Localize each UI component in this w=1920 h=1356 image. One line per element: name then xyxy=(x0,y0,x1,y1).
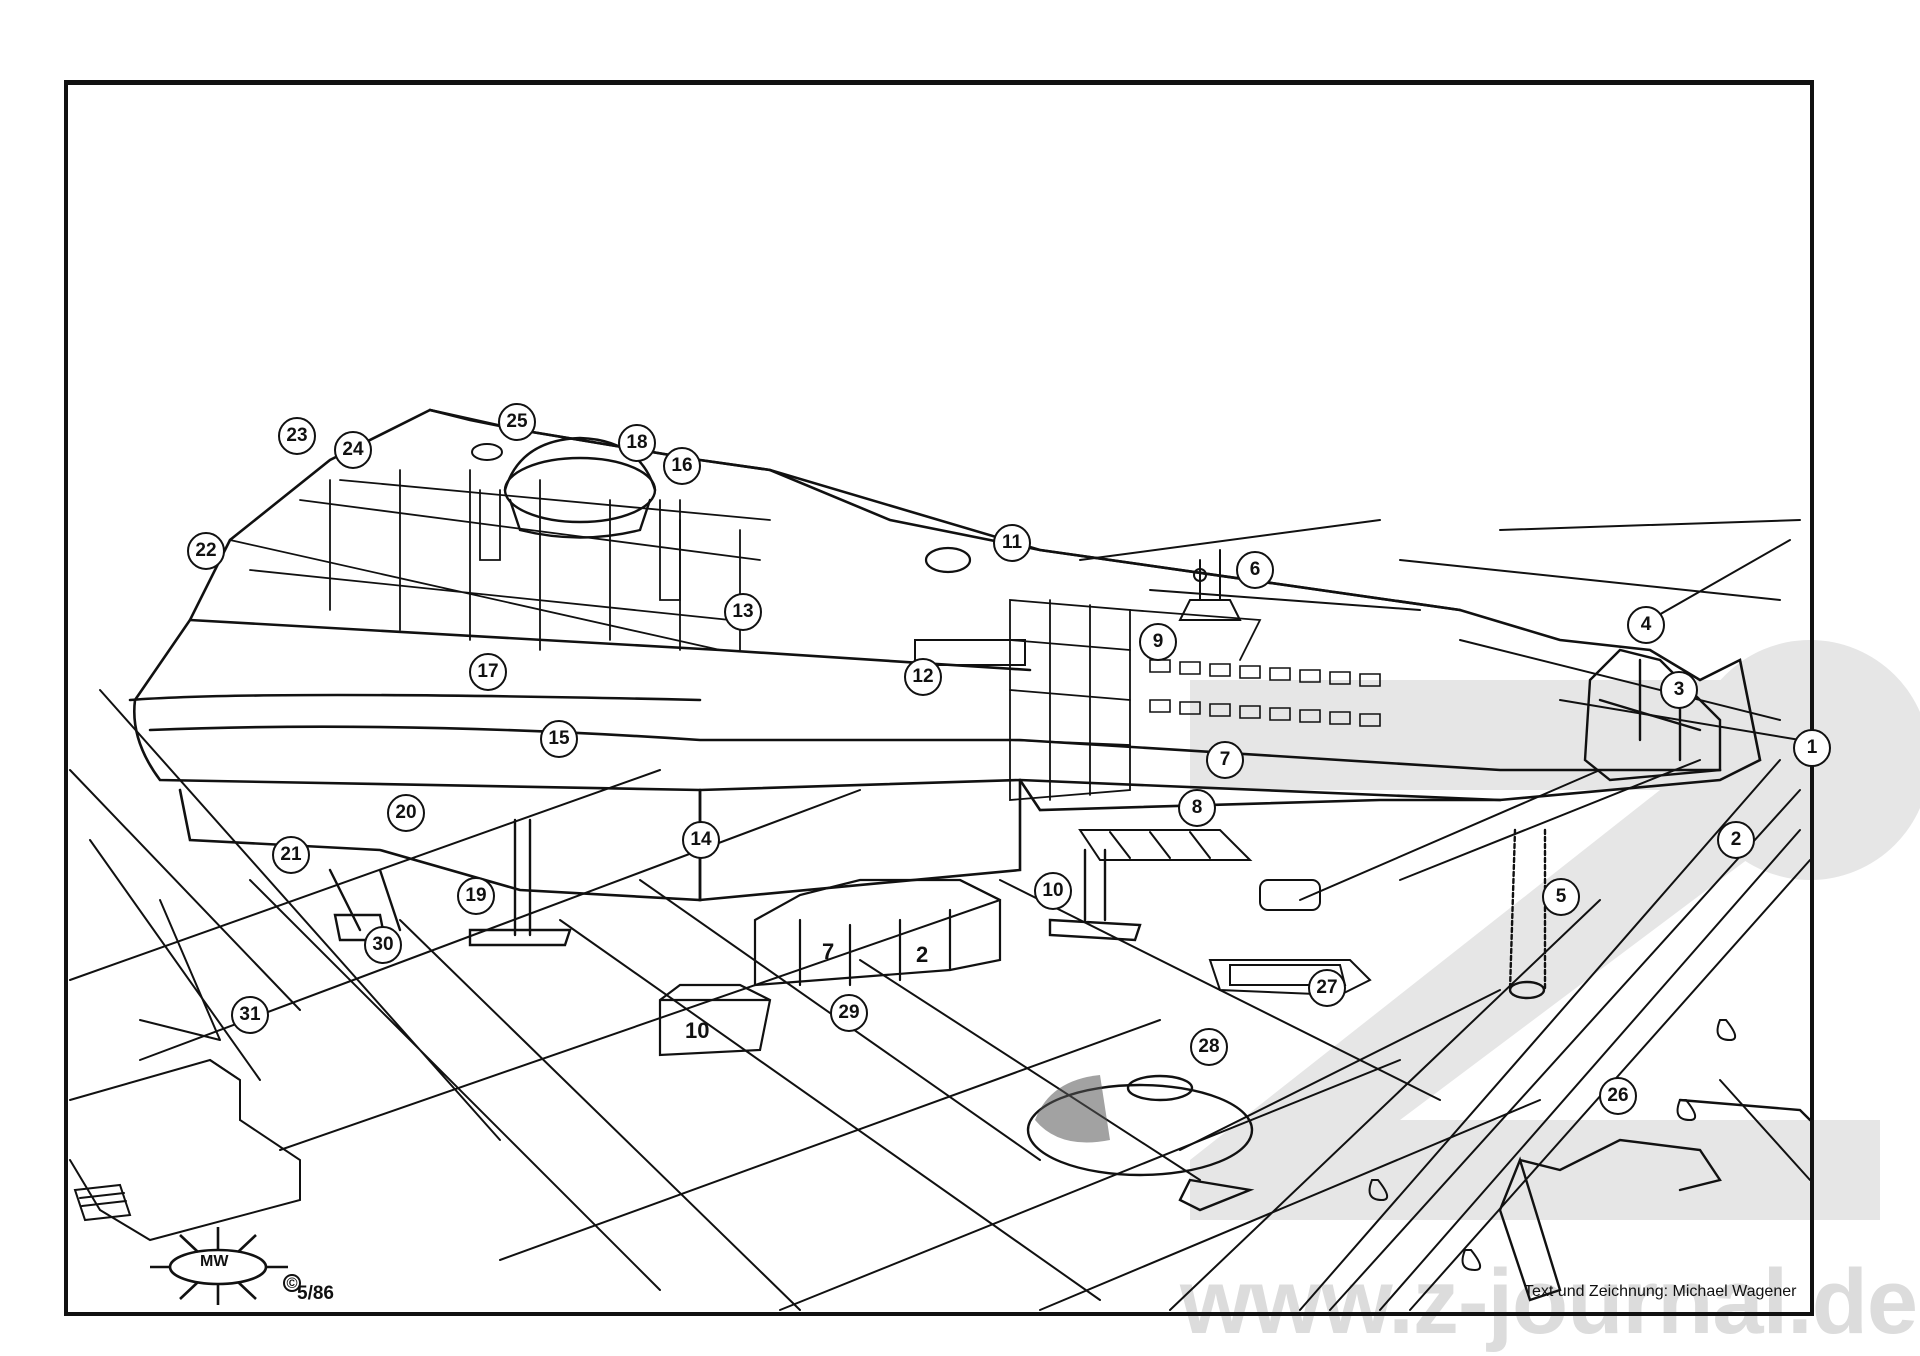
callout-18: 18 xyxy=(618,424,656,462)
artist-signature-icon xyxy=(150,1227,288,1305)
side-panel xyxy=(914,639,1026,666)
callout-29: 29 xyxy=(830,994,868,1032)
window-rows xyxy=(1149,659,1381,727)
callout-7: 7 xyxy=(1206,741,1244,779)
callout-3: 3 xyxy=(1660,671,1698,709)
callout-14: 14 xyxy=(682,821,720,859)
callout-6: 6 xyxy=(1236,551,1274,589)
copyright-icon: © xyxy=(283,1274,301,1292)
marker-cones xyxy=(1368,1019,1737,1272)
callout-24: 24 xyxy=(334,431,372,469)
callout-27: 27 xyxy=(1308,969,1346,1007)
module-label-2: 2 xyxy=(916,942,929,967)
credit-line: Text und Zeichnung: Michael Wagener xyxy=(1524,1283,1797,1300)
ramp-structure xyxy=(1498,1098,1812,1302)
top-hatch xyxy=(471,443,503,461)
callout-11: 11 xyxy=(993,524,1031,562)
saucer-pod xyxy=(1026,1074,1255,1212)
top-turret xyxy=(924,546,972,574)
callout-20: 20 xyxy=(387,794,425,832)
callout-5: 5 xyxy=(1542,878,1580,916)
callout-17: 17 xyxy=(469,653,507,691)
callout-30: 30 xyxy=(364,926,402,964)
callout-9: 9 xyxy=(1139,623,1177,661)
callout-12: 12 xyxy=(904,658,942,696)
small-crate xyxy=(658,983,772,1057)
callout-16: 16 xyxy=(663,447,701,485)
observation-dome xyxy=(503,436,657,539)
track xyxy=(1169,759,1811,1311)
callout-31: 31 xyxy=(231,996,269,1034)
callout-1: 1 xyxy=(1793,729,1831,767)
signature-initials: MW xyxy=(200,1253,229,1270)
callout-15: 15 xyxy=(540,720,578,758)
callout-19: 19 xyxy=(457,877,495,915)
illustration-frame xyxy=(64,80,1814,1316)
callout-22: 22 xyxy=(187,532,225,570)
callout-26: 26 xyxy=(1599,1077,1637,1115)
boarding-ramp xyxy=(1078,829,1253,861)
crate-label-10: 10 xyxy=(685,1018,710,1043)
callout-10: 10 xyxy=(1034,872,1072,910)
callout-28: 28 xyxy=(1190,1028,1228,1066)
callout-2: 2 xyxy=(1717,821,1755,859)
drawing-date: 5/86 xyxy=(297,1283,334,1304)
rear-cutaway xyxy=(229,469,771,651)
callout-8: 8 xyxy=(1178,789,1216,827)
antenna-array xyxy=(1178,549,1242,621)
callout-25: 25 xyxy=(498,403,536,441)
callout-23: 23 xyxy=(278,417,316,455)
callout-21: 21 xyxy=(272,836,310,874)
hangar-building xyxy=(69,899,301,1242)
landing-legs xyxy=(328,818,1547,1000)
mid-cutaway xyxy=(1009,599,1262,801)
cargo-module xyxy=(753,878,1002,987)
callout-4: 4 xyxy=(1627,606,1665,644)
module-label-7: 7 xyxy=(822,939,835,964)
callout-13: 13 xyxy=(724,593,762,631)
